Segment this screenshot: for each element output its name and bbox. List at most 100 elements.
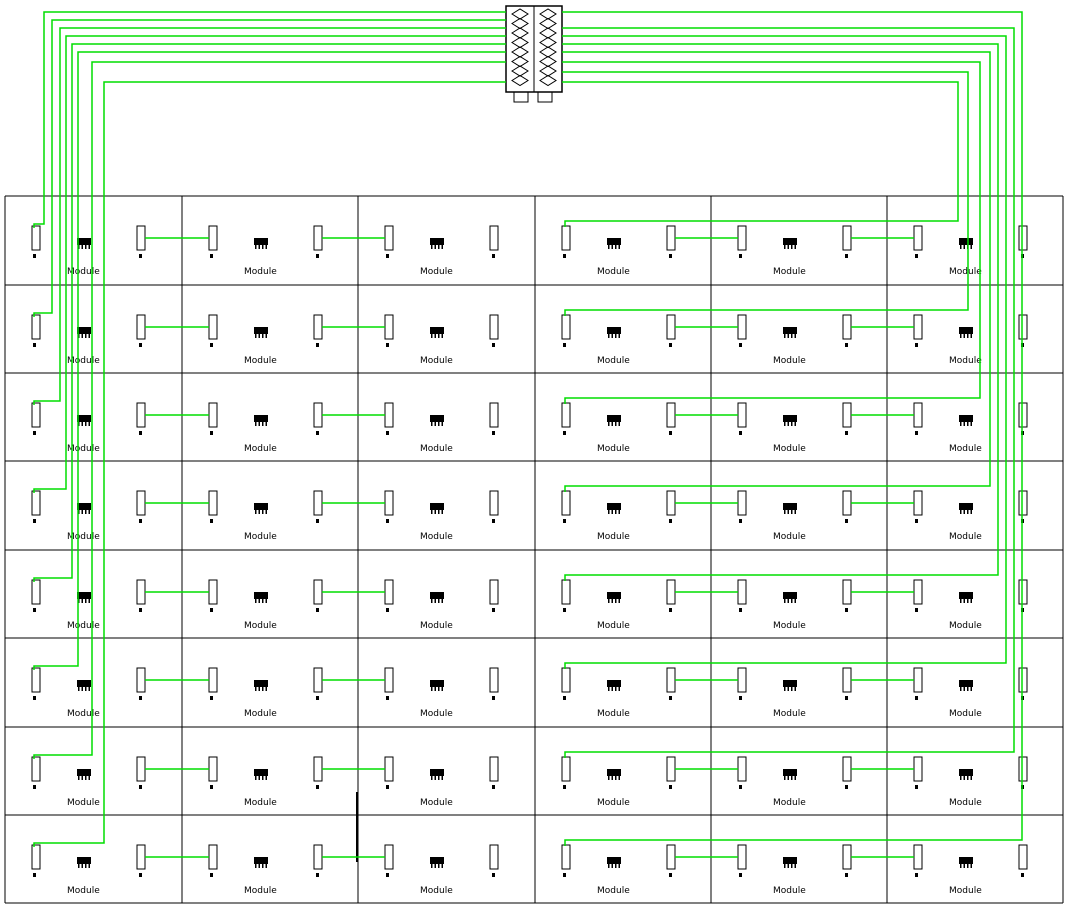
module-label: Module xyxy=(67,886,100,896)
connector-pin xyxy=(539,36,557,49)
module-cell: Module xyxy=(208,579,323,631)
port-tick xyxy=(739,254,742,258)
chip-pin xyxy=(794,599,796,603)
right-port xyxy=(136,844,146,870)
chip-icon xyxy=(254,857,268,864)
chip-icon xyxy=(254,238,268,245)
right-port xyxy=(489,667,499,693)
chip-pin xyxy=(608,864,610,868)
chip-pin xyxy=(431,245,433,249)
module-label: Module xyxy=(949,532,982,542)
right-port xyxy=(1018,844,1028,870)
module-label: Module xyxy=(597,532,630,542)
chip-pin xyxy=(431,422,433,426)
right-port xyxy=(666,314,676,340)
module-cell: Module xyxy=(913,756,1028,808)
chip-pin xyxy=(85,510,87,514)
chip-pin xyxy=(615,864,617,868)
chip-pin xyxy=(255,776,257,780)
connector-tab xyxy=(513,91,529,103)
module-label: Module xyxy=(773,621,806,631)
module-cell: Module xyxy=(384,579,499,631)
chip-pin xyxy=(787,245,789,249)
chip-pin xyxy=(963,687,965,691)
port-tick xyxy=(563,431,566,435)
port-tick xyxy=(739,696,742,700)
port-tick xyxy=(739,519,742,523)
chip-icon xyxy=(254,592,268,599)
chip-pin xyxy=(431,776,433,780)
right-port xyxy=(136,756,146,782)
port-tick xyxy=(845,785,848,789)
chip-pin xyxy=(434,334,436,338)
port-tick xyxy=(316,873,319,877)
right-port xyxy=(666,667,676,693)
chip-pin xyxy=(81,422,83,426)
chip-pin xyxy=(787,864,789,868)
chip-pin xyxy=(967,510,969,514)
module-label: Module xyxy=(773,444,806,454)
bus-wire-left xyxy=(33,81,506,847)
chip-pin xyxy=(262,776,264,780)
chip-pin xyxy=(81,776,83,780)
right-port xyxy=(842,844,852,870)
right-port xyxy=(666,756,676,782)
chip-pin xyxy=(265,245,267,249)
right-port xyxy=(136,667,146,693)
module-cell: Module xyxy=(561,225,676,277)
left-port xyxy=(913,490,923,516)
module-label: Module xyxy=(420,267,453,277)
right-port xyxy=(313,402,323,428)
port-tick xyxy=(139,785,142,789)
chip-pin xyxy=(618,245,620,249)
chip-icon xyxy=(430,857,444,864)
bus-wire-right xyxy=(562,43,999,581)
chip-pin xyxy=(611,776,613,780)
chip-pin xyxy=(615,245,617,249)
left-port xyxy=(31,844,41,870)
chip-pin xyxy=(970,864,972,868)
port-tick xyxy=(492,519,495,523)
chip-pin xyxy=(615,334,617,338)
chip-icon xyxy=(77,592,91,599)
chip-pin xyxy=(434,864,436,868)
port-tick xyxy=(915,696,918,700)
port-tick xyxy=(915,431,918,435)
chip-icon xyxy=(783,415,797,422)
right-port xyxy=(1018,490,1028,516)
left-port xyxy=(208,402,218,428)
port-tick xyxy=(563,696,566,700)
port-tick xyxy=(845,254,848,258)
right-port xyxy=(136,314,146,340)
port-tick xyxy=(563,519,566,523)
bus-wire-right xyxy=(562,11,1023,846)
chip-pin xyxy=(794,245,796,249)
right-port xyxy=(136,225,146,251)
chip-pin xyxy=(791,776,793,780)
chip-pin xyxy=(791,334,793,338)
chip-icon xyxy=(430,592,444,599)
chip-icon xyxy=(254,327,268,334)
chip-pin xyxy=(85,776,87,780)
chip-pin xyxy=(967,687,969,691)
chip-pin xyxy=(265,510,267,514)
chip-pin xyxy=(784,422,786,426)
right-port xyxy=(313,667,323,693)
module-cell: Module xyxy=(737,579,852,631)
left-port xyxy=(737,756,747,782)
port-tick xyxy=(316,608,319,612)
chip-pin xyxy=(963,599,965,603)
bus-wire-right xyxy=(562,61,981,404)
chip-pin xyxy=(608,599,610,603)
bus-wire-right xyxy=(562,71,969,316)
module-label: Module xyxy=(244,267,277,277)
port-tick xyxy=(210,873,213,877)
right-port xyxy=(666,225,676,251)
chip-icon xyxy=(77,238,91,245)
chip-pin xyxy=(431,864,433,868)
left-port xyxy=(737,402,747,428)
chip-pin xyxy=(81,864,83,868)
chip-pin xyxy=(441,599,443,603)
module-cell: Module xyxy=(561,314,676,366)
